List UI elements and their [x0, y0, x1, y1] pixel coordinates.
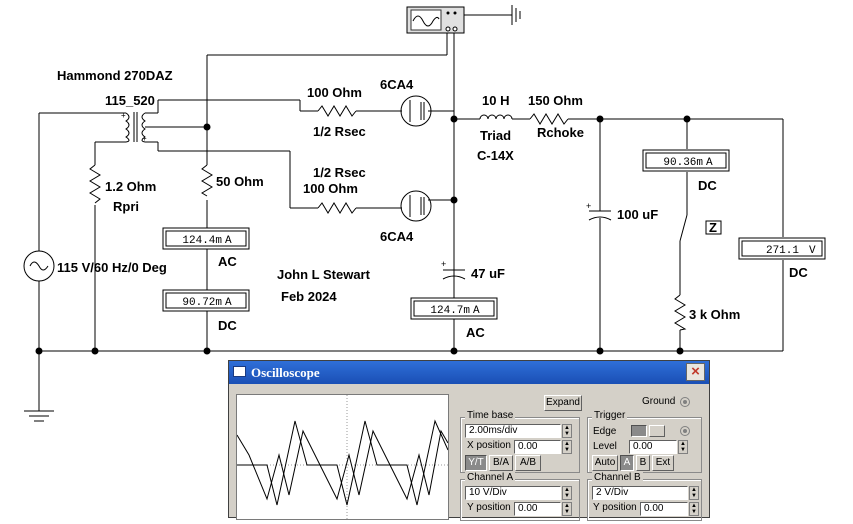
meter-mode-label: DC: [789, 265, 808, 280]
meter-unit: V: [809, 245, 816, 257]
source-label: 115 V/60 Hz/0 Deg: [57, 260, 167, 275]
xpos-spinner[interactable]: ▲▼: [562, 440, 572, 454]
svg-text:+: +: [586, 201, 591, 211]
meter-unit: A: [225, 297, 232, 309]
yt-mode-button[interactable]: Y/T: [465, 455, 487, 471]
meter-reading: 90.72m: [182, 297, 222, 309]
channel-a-ypos-input[interactable]: 0.00: [514, 502, 561, 516]
ba-mode-button[interactable]: B/A: [489, 455, 513, 471]
meter-reading: 90.36m: [663, 157, 703, 169]
timebase-spinner[interactable]: ▲▼: [562, 424, 572, 438]
window-icon: [233, 366, 246, 377]
ammeter-ac-centertap[interactable]: 124.4m A AC: [162, 227, 250, 269]
level-input[interactable]: 0.00: [629, 440, 677, 454]
cap-47-label: 47 uF: [471, 266, 505, 281]
xpos-label: X position: [467, 440, 511, 451]
oscilloscope-title: Oscilloscope: [251, 365, 320, 380]
ground-terminal-icon[interactable]: [680, 397, 690, 407]
author-label: John L Stewart: [277, 267, 371, 282]
meter-mode-label: AC: [466, 325, 485, 340]
tube-bot-label: 6CA4: [380, 229, 414, 244]
cap-100-label: 100 uF: [617, 207, 658, 222]
svg-text:+: +: [121, 111, 126, 120]
r3k-label: 3 k Ohm: [689, 307, 740, 322]
channel-b-ypos-label: Y position: [593, 502, 637, 513]
switch-key: Z: [709, 220, 717, 235]
oscilloscope-titlebar[interactable]: Oscilloscope ×: [229, 361, 709, 384]
choke-name-1: Triad: [480, 128, 511, 143]
trigger-terminal-icon[interactable]: [680, 426, 690, 436]
trigger-b-button[interactable]: B: [636, 455, 650, 471]
edge-label: Edge: [593, 426, 617, 437]
trigger-group: [587, 417, 702, 473]
r50-value: 50 Ohm: [216, 174, 264, 189]
meter-unit: A: [706, 157, 713, 169]
channel-b-ypos-input[interactable]: 0.00: [640, 502, 688, 516]
channel-a-title: Channel A: [465, 472, 516, 483]
channel-a-scale-input[interactable]: 10 V/Div: [465, 486, 561, 500]
ab-mode-button[interactable]: A/B: [515, 455, 541, 471]
transformer-label: Hammond 270DAZ: [57, 68, 173, 83]
oscilloscope-window[interactable]: Oscilloscope × Expand Ground Time base 2…: [228, 360, 710, 521]
expand-button[interactable]: Expand: [544, 395, 582, 411]
timebase-group: [460, 417, 580, 473]
meter-reading: 124.4m: [182, 235, 222, 247]
rsec-top-value: 100 Ohm: [307, 85, 362, 100]
ground-label: Ground: [642, 396, 676, 407]
trigger-a-button[interactable]: A: [620, 455, 634, 471]
rsec-top-name: 1/2 Rsec: [313, 124, 366, 139]
ammeter-ac-cap[interactable]: 124.7m A AC: [410, 297, 498, 340]
meter-unit: A: [225, 235, 232, 247]
choke-value: 10 H: [482, 93, 509, 108]
channel-b-scale-spinner[interactable]: ▲▼: [689, 486, 699, 500]
svg-text:+: +: [142, 134, 147, 143]
meter-mode-label: DC: [698, 178, 717, 193]
rchoke-value: 150 Ohm: [528, 93, 583, 108]
rsec-bot-value: 100 Ohm: [303, 181, 358, 196]
channel-a-ypos-spinner[interactable]: ▲▼: [562, 502, 572, 516]
channel-a-scale-spinner[interactable]: ▲▼: [562, 486, 572, 500]
tube-top-label: 6CA4: [380, 77, 414, 92]
channel-b-title: Channel B: [592, 472, 643, 483]
xpos-input[interactable]: 0.00: [514, 440, 561, 454]
timebase-input[interactable]: 2.00ms/div: [465, 424, 561, 438]
channel-b-scale-input[interactable]: 2 V/Div: [592, 486, 688, 500]
level-label: Level: [593, 441, 617, 452]
ammeter-dc-centertap[interactable]: 90.72m A DC: [162, 289, 250, 333]
rchoke-name: Rchoke: [537, 125, 584, 140]
date-label: Feb 2024: [281, 289, 337, 304]
rpri-name: Rpri: [113, 199, 139, 214]
oscilloscope-icon[interactable]: [406, 6, 465, 34]
voltmeter-dc-output[interactable]: 271.1 V DC: [738, 237, 826, 280]
channel-b-ypos-spinner[interactable]: ▲▼: [689, 502, 699, 516]
rsec-bot-name: 1/2 Rsec: [313, 165, 366, 180]
timebase-title: Time base: [465, 410, 516, 421]
transformer-part: 115_520: [105, 93, 155, 108]
meter-reading: 124.7m: [430, 305, 470, 317]
meter-unit: A: [473, 305, 480, 317]
close-button[interactable]: ×: [686, 363, 705, 381]
rising-edge-icon[interactable]: [631, 425, 647, 437]
meter-mode-label: AC: [218, 254, 237, 269]
trigger-auto-button[interactable]: Auto: [592, 455, 618, 471]
svg-text:+: +: [441, 259, 446, 269]
channel-a-ypos-label: Y position: [467, 502, 511, 513]
rpri-value: 1.2 Ohm: [105, 179, 156, 194]
meter-reading: 271.1: [766, 245, 799, 257]
switch-key-box[interactable]: [705, 220, 722, 235]
ammeter-dc-load[interactable]: 90.36m A DC: [642, 149, 730, 193]
trigger-ext-button[interactable]: Ext: [652, 455, 674, 471]
falling-edge-icon[interactable]: [649, 425, 665, 437]
choke-name-2: C-14X: [477, 148, 514, 163]
meter-mode-label: DC: [218, 318, 237, 333]
trigger-title: Trigger: [592, 410, 628, 421]
level-spinner[interactable]: ▲▼: [678, 440, 688, 454]
oscilloscope-screen: [236, 394, 449, 520]
